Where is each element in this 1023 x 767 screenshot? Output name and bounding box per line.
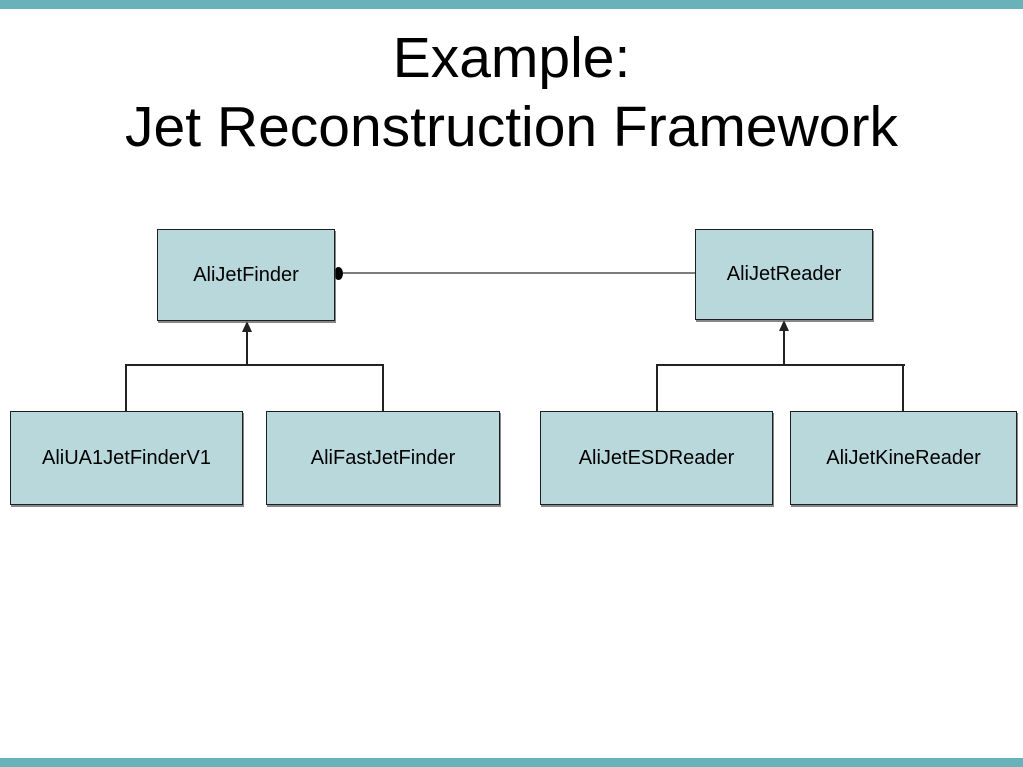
inheritance-line <box>783 329 785 366</box>
class-box-alijetfinder: AliJetFinder <box>157 229 335 321</box>
inheritance-line <box>902 364 904 411</box>
inheritance-line <box>246 330 248 366</box>
composition-dot-icon <box>334 267 343 280</box>
inheritance-line <box>656 364 658 411</box>
slide-title-line2: Jet Reconstruction Framework <box>125 95 898 159</box>
class-label: AliFastJetFinder <box>310 446 456 469</box>
class-box-alifastjetfinder: AliFastJetFinder <box>266 411 500 505</box>
inheritance-arrow-icon <box>242 321 252 332</box>
class-box-aliua1jetfinderv1: AliUA1JetFinderV1 <box>10 411 243 505</box>
inheritance-branch-line <box>656 364 905 366</box>
class-label: AliJetReader <box>726 263 842 285</box>
class-label: AliJetESDReader <box>578 446 735 469</box>
inheritance-line <box>382 364 384 411</box>
class-box-alijetreader: AliJetReader <box>695 229 873 320</box>
bottom-accent-bar <box>0 758 1023 767</box>
class-label: AliJetKineReader <box>826 446 981 469</box>
slide-title: Example: Jet Reconstruction Framework <box>0 24 1023 162</box>
inheritance-branch-line <box>125 364 384 366</box>
inheritance-line <box>125 364 127 411</box>
class-label: AliUA1JetFinderV1 <box>42 446 211 469</box>
class-box-alijetesdreader: AliJetESDReader <box>540 411 773 505</box>
top-accent-bar <box>0 0 1023 9</box>
slide-title-line1: Example: <box>392 26 631 90</box>
class-label: AliJetFinder <box>193 263 299 286</box>
association-line <box>343 272 695 274</box>
class-box-alijetkinereader: AliJetKineReader <box>790 411 1017 505</box>
inheritance-arrow-icon <box>779 320 789 331</box>
